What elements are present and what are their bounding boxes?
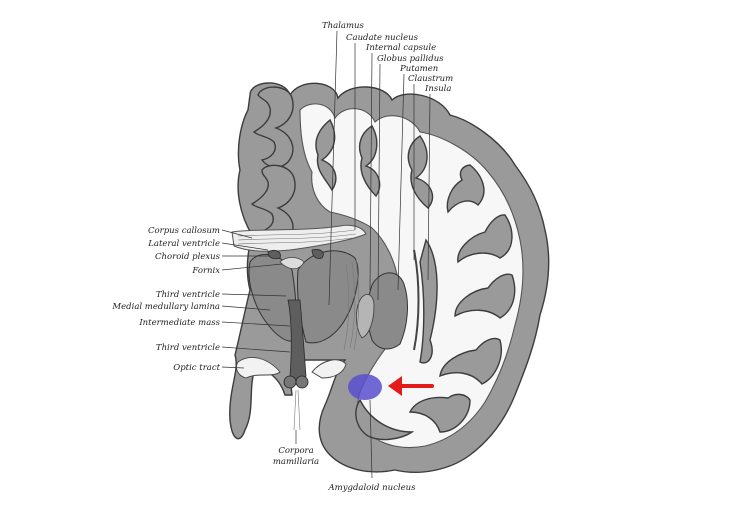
red-arrow	[388, 376, 434, 396]
label-claustrum: Claustrum	[408, 74, 453, 84]
label-thalamus: Thalamus	[322, 21, 365, 31]
gyrus-fold	[408, 393, 471, 433]
claustrum	[413, 249, 420, 351]
label-amygdaloid-nucleus: Amygdaloid nucleus	[328, 483, 417, 493]
diencephalon	[235, 249, 359, 431]
leader-optic-tract	[221, 366, 245, 369]
gyrus-fold	[358, 125, 381, 198]
leader-third-ventricle-upper	[221, 293, 287, 297]
globus-pallidus	[355, 293, 375, 339]
leader-fornix	[221, 263, 283, 271]
gyrus-fold	[315, 118, 337, 192]
leader-insula	[427, 93, 431, 281]
leader-globus-pallidus	[377, 63, 381, 301]
bottom-labels: Corpora mamillaria Amygdaloid nucleus	[273, 399, 417, 493]
gyrus-fold	[407, 135, 434, 209]
label-optic-tract: Optic tract	[173, 363, 220, 373]
gyrus-fold	[457, 214, 513, 264]
insula	[419, 238, 438, 364]
medial-gyri	[250, 86, 296, 242]
label-mamillaria: mamillaria	[273, 457, 319, 467]
corpus-callosum-fibers	[237, 229, 357, 245]
leader-intermediate-mass	[221, 321, 291, 327]
basal-ganglia	[343, 238, 438, 364]
gyrus-fold	[439, 337, 502, 385]
label-internal-capsule: Internal capsule	[365, 43, 436, 53]
leader-third-ventricle-lower	[221, 346, 291, 353]
internal-capsule-fibers	[343, 259, 360, 351]
leader-amygdaloid-nucleus	[369, 399, 373, 479]
optic-tract	[235, 357, 281, 379]
temporal-gyrus	[355, 398, 415, 441]
fornix	[279, 257, 305, 270]
gyrus-fold	[446, 164, 485, 214]
leader-corpus-callosum	[221, 229, 253, 239]
label-fornix: Fornix	[191, 266, 220, 276]
label-putamen: Putamen	[399, 64, 438, 74]
label-medial-medullary-lamina: Medial medullary lamina	[111, 302, 220, 312]
label-third-ventricle-upper: Third ventricle	[156, 290, 220, 300]
leader-medial-medullary-lamina	[221, 305, 271, 311]
leader-thalamus	[328, 30, 338, 306]
label-intermediate-mass: Intermediate mass	[138, 318, 220, 328]
gyrus-fold	[454, 273, 516, 319]
label-insula: Insula	[424, 84, 451, 94]
label-lateral-ventricle: Lateral ventricle	[147, 239, 220, 249]
leader-lateral-ventricle	[221, 242, 269, 251]
label-caudate-nucleus: Caudate nucleus	[346, 33, 419, 43]
arrow-head	[388, 376, 402, 396]
label-globus-pallidus: Globus pallidus	[377, 54, 444, 64]
leader-internal-capsule	[369, 52, 373, 291]
label-corpus-callosum: Corpus callosum	[148, 226, 220, 236]
corpora-mamillaria-right	[295, 375, 309, 389]
top-labels: Thalamus Caudate nucleus Internal capsul…	[322, 21, 453, 306]
medial-gyrus-upper	[252, 86, 294, 168]
corpora-mamillaria-left	[283, 375, 297, 389]
leader-putamen	[397, 73, 405, 291]
left-labels: Corpus callosum Lateral ventricle Choroi…	[111, 226, 291, 373]
label-choroid-plexus: Choroid plexus	[155, 252, 221, 262]
amygdaloid-nucleus-highlight	[348, 374, 382, 400]
label-corpora: Corpora	[278, 446, 313, 456]
label-third-ventricle-lower: Third ventricle	[156, 343, 220, 353]
infundibulum	[293, 389, 301, 431]
choroid-plexus-right	[311, 249, 324, 259]
optic-tract-right	[311, 359, 347, 379]
